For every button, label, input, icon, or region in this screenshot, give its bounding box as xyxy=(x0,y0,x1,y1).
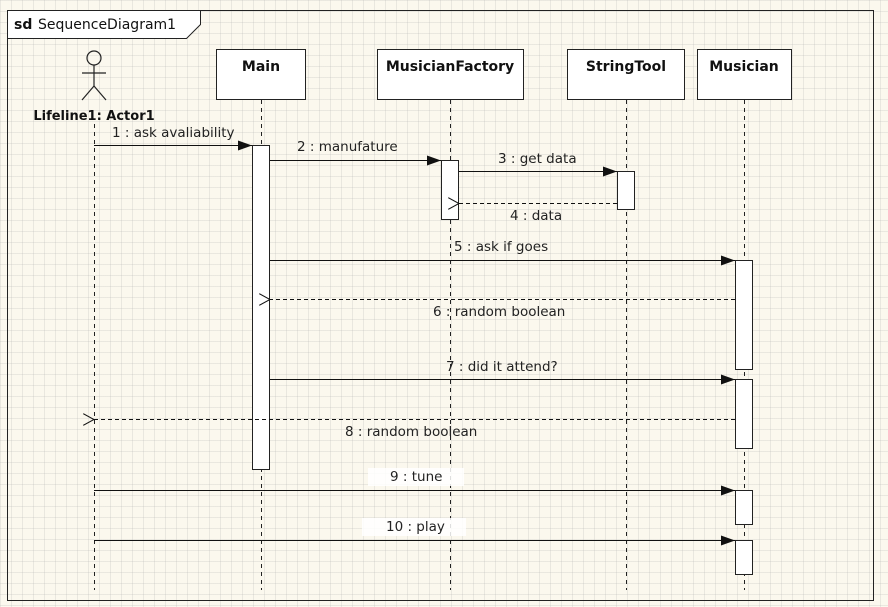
lifeline-box-stringtool[interactable] xyxy=(567,49,685,100)
message-label-4: 4 : data xyxy=(510,208,562,224)
lifeline-label-musician: Musician xyxy=(709,59,779,75)
frame-border xyxy=(7,10,874,601)
message-label-6: 6 : random boolean xyxy=(433,304,565,320)
message-label-8: 8 : random boolean xyxy=(345,424,477,440)
activation-musician-1[interactable] xyxy=(735,260,753,370)
lifeline-label-musicianfactory: MusicianFactory xyxy=(386,59,514,75)
lifeline-box-main[interactable] xyxy=(216,49,306,100)
actor-stick-figure[interactable] xyxy=(81,50,107,101)
frame-tab xyxy=(7,10,201,39)
activation-main[interactable] xyxy=(252,145,270,470)
message-label-1: 1 : ask avaliability xyxy=(112,125,235,141)
lifeline-label-main: Main xyxy=(242,59,280,75)
message-label-3: 3 : get data xyxy=(498,151,577,167)
lifeline-box-musician[interactable] xyxy=(697,49,792,100)
activation-musician-2[interactable] xyxy=(735,379,753,449)
message-label-7: 7 : did it attend? xyxy=(446,359,558,375)
actor-label: Lifeline1: Actor1 xyxy=(33,109,154,124)
activation-musician-3[interactable] xyxy=(735,490,753,525)
activation-musician-4[interactable] xyxy=(735,540,753,575)
activation-musicianfactory[interactable] xyxy=(441,160,459,220)
frame-title: SequenceDiagram1 xyxy=(38,17,176,33)
lifeline-box-musicianfactory[interactable] xyxy=(377,49,524,100)
message-label-bg-9 xyxy=(368,468,464,486)
activation-stringtool[interactable] xyxy=(617,171,635,210)
frame-keyword: sd xyxy=(14,17,32,33)
message-label-9: 9 : tune xyxy=(390,469,442,485)
message-label-2: 2 : manufature xyxy=(297,139,398,155)
message-label-10: 10 : play xyxy=(386,519,445,535)
message-label-5: 5 : ask if goes xyxy=(454,239,548,255)
lifeline-label-stringtool: StringTool xyxy=(586,59,666,75)
message-label-bg-10 xyxy=(362,518,466,536)
